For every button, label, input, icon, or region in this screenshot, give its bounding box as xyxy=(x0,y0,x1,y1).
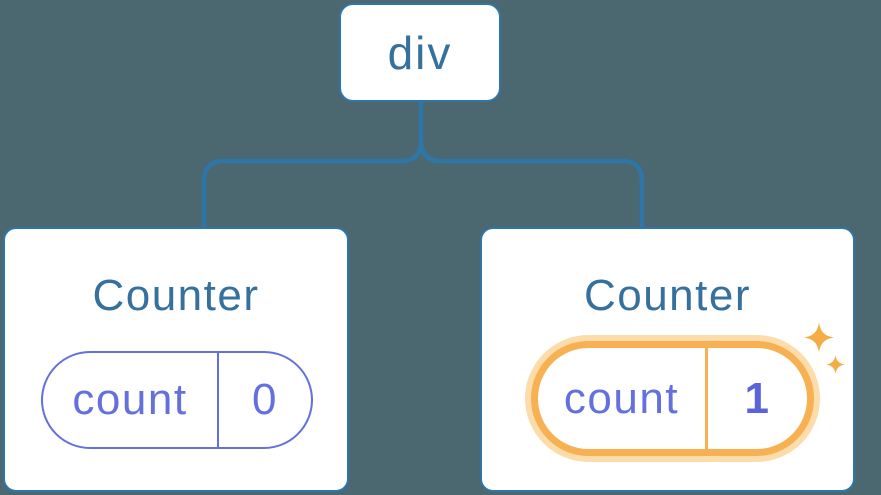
connector-left-branch xyxy=(201,101,424,229)
state-pill-highlighted: count 1 xyxy=(531,341,814,456)
state-pill: count 0 xyxy=(41,351,313,449)
root-node-div: div xyxy=(339,3,501,102)
state-key-label: count xyxy=(538,348,708,449)
counter-card-right: Counter count 1 xyxy=(480,227,855,492)
state-value: 1 xyxy=(744,373,771,423)
state-key-label: count xyxy=(43,353,219,447)
counter-title: Counter xyxy=(583,271,752,320)
counter-title: Counter xyxy=(92,271,260,320)
counter-card-left: Counter count 0 xyxy=(3,227,349,492)
sparkle-icon xyxy=(826,355,845,374)
connector-right-branch xyxy=(418,140,645,229)
state-value: 0 xyxy=(252,375,278,424)
root-node-label: div xyxy=(387,26,453,79)
sparkle-icon xyxy=(804,322,834,353)
